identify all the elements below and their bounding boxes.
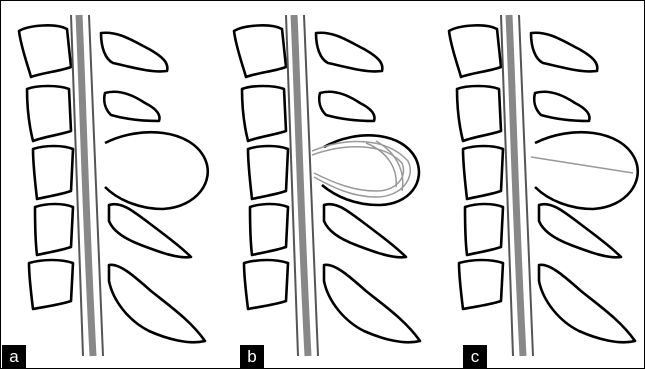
panel-label-b: b xyxy=(240,345,264,369)
panel-c: c xyxy=(431,1,645,370)
vertebral-body xyxy=(29,260,73,309)
spinous-process xyxy=(104,92,159,121)
spinous-process xyxy=(324,204,406,257)
spinous-process xyxy=(319,92,374,121)
spinous-process xyxy=(531,33,597,72)
spine-illustration-a xyxy=(1,1,216,370)
vertebral-body xyxy=(244,260,288,309)
vertebral-body xyxy=(459,260,503,309)
panel-label-c: c xyxy=(463,345,487,369)
vertebral-body xyxy=(242,86,286,141)
meningocele-sac xyxy=(105,132,208,209)
nerve-root xyxy=(312,147,404,191)
spine-illustration-b xyxy=(216,1,431,370)
tethering-strand xyxy=(531,157,633,173)
panel-a: a xyxy=(1,1,216,370)
vertebral-body xyxy=(19,25,71,77)
vertebral-body xyxy=(250,204,288,255)
panel-label-a: a xyxy=(2,345,26,369)
spinous-process xyxy=(539,204,621,257)
vertebral-body xyxy=(27,86,71,141)
vertebral-body xyxy=(248,146,288,199)
vertebral-body xyxy=(449,25,501,77)
spinous-process xyxy=(316,33,382,72)
spinous-process xyxy=(101,33,167,72)
spinous-process xyxy=(534,92,589,121)
vertebral-body xyxy=(465,204,503,255)
spinous-process xyxy=(109,204,191,257)
vertebral-body xyxy=(33,146,73,199)
spinous-process xyxy=(324,265,420,342)
vertebral-body xyxy=(35,204,73,255)
spine-illustration-c xyxy=(431,1,645,370)
spinous-process xyxy=(539,265,635,342)
spinous-process xyxy=(109,265,205,342)
vertebral-body xyxy=(457,86,501,141)
vertebral-body xyxy=(234,25,286,77)
panel-b: b xyxy=(216,1,431,370)
vertebral-body xyxy=(463,146,503,199)
nerve-root xyxy=(376,141,403,191)
